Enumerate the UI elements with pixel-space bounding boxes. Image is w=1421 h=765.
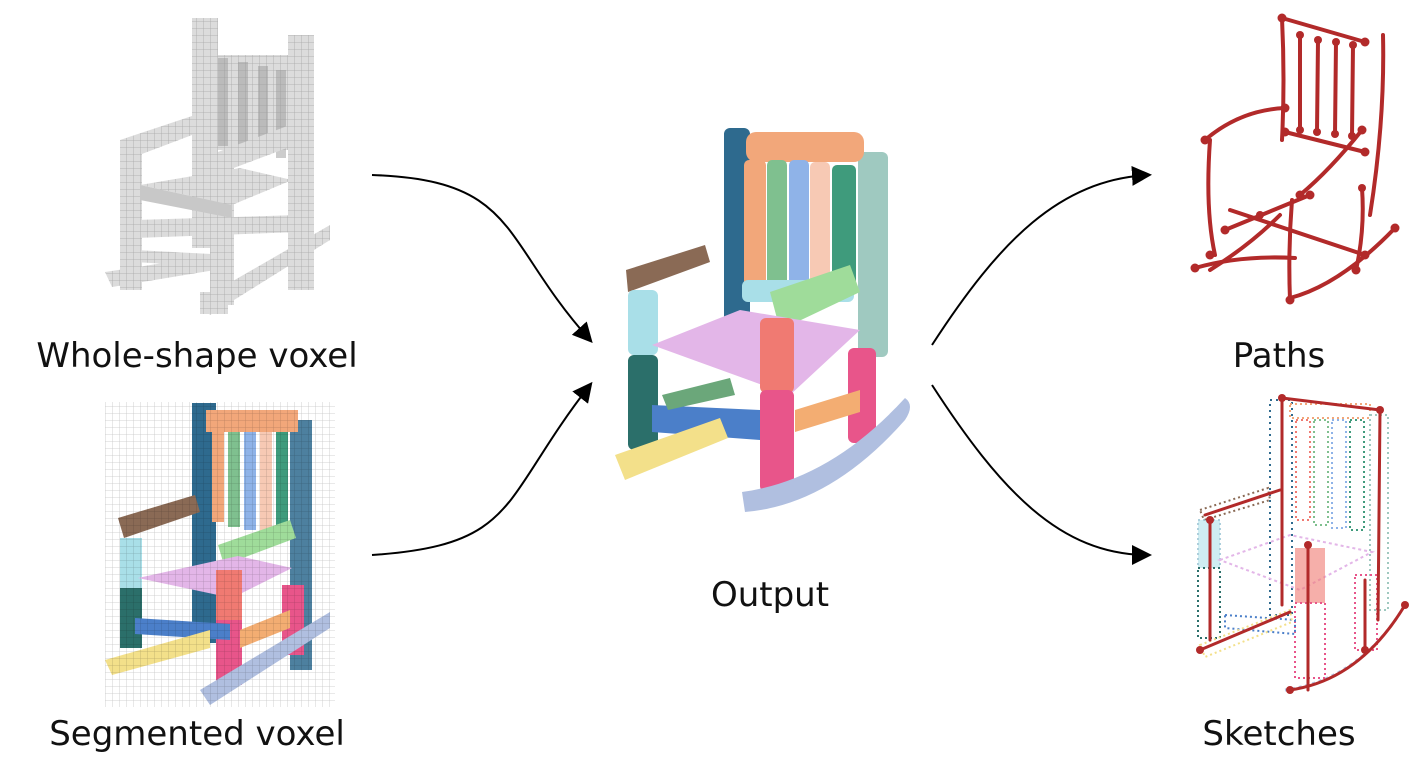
arrows (371, 165, 1152, 565)
output-label: Output (710, 575, 830, 615)
whole-voxel-chair-icon (105, 18, 330, 315)
paths-chair-icon (1193, 16, 1397, 302)
arrow-output-to-sketches (931, 384, 1152, 565)
segmented-voxel-chair-icon (105, 402, 335, 707)
output-chair-icon (615, 128, 910, 512)
paths-joint-dots (1190, 13, 1400, 305)
sketches-chair-icon (1196, 394, 1409, 694)
arrow-segmented-to-output (371, 381, 593, 556)
arrow-whole-to-output (371, 174, 593, 343)
paths-label: Paths (1232, 336, 1326, 376)
sketches-label: Sketches (1202, 714, 1356, 754)
whole-shape-voxel-label: Whole-shape voxel (36, 336, 358, 376)
segmented-voxel-label: Segmented voxel (49, 714, 345, 754)
arrow-output-to-paths (931, 165, 1152, 346)
